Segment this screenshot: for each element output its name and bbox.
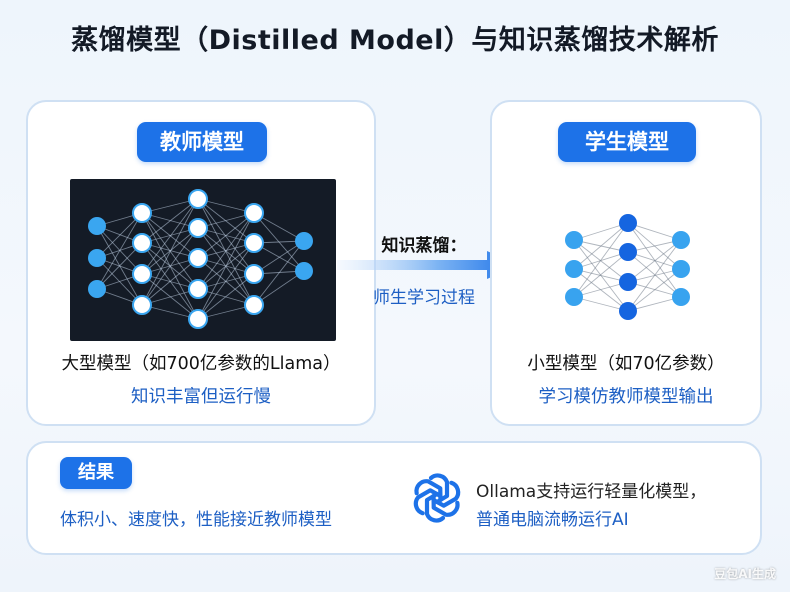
student-model-note: 学习模仿教师模型输出 [538,387,714,407]
network-node [132,295,152,315]
network-connection [573,281,629,298]
network-node [188,248,208,268]
network-connection [627,268,682,312]
network-connection [96,242,143,290]
network-connection [627,239,682,312]
network-node [244,203,264,223]
network-connection [141,227,199,306]
network-node [88,217,106,235]
network-connection [627,222,682,241]
network-node [188,189,208,209]
network-connection [573,268,629,312]
openai-logo-icon [413,473,461,523]
watermark: 豆包AI生成 [714,567,776,581]
network-node [88,280,106,298]
network-node [672,288,690,306]
network-node [565,231,583,249]
student-network-diagram [552,197,702,337]
network-connection [141,257,199,306]
student-model-label: 学生模型 [558,122,696,162]
network-connection [573,251,629,298]
result-label: 结果 [60,457,132,489]
network-node [295,232,313,250]
network-connection [197,198,255,275]
network-node [132,233,152,253]
distillation-subtitle: 师生学习过程 [373,288,475,308]
teacher-network-diagram [70,179,336,341]
network-node [565,288,583,306]
ollama-benefit-text: 普通电脑流畅运行AI [476,510,629,530]
network-node [244,264,264,284]
network-connection [253,270,305,306]
network-connection [573,239,629,283]
network-connection [573,222,629,241]
distillation-label: 知识蒸馏： [381,236,467,256]
network-connection [253,240,305,306]
network-node [619,243,637,261]
network-connection [573,222,629,298]
network-connection [197,242,255,320]
network-node [244,233,264,253]
network-connection [627,296,682,312]
network-connection [627,239,682,253]
network-connection [141,273,199,320]
network-node [244,295,264,315]
network-connection [573,268,629,283]
teacher-model-card: 教师模型 大型模型（如700亿参数的Llama） 知识丰富但运行慢 [26,100,376,426]
network-connection [627,222,682,298]
network-node [672,231,690,249]
network-connection [197,198,255,306]
network-node [132,264,152,284]
student-model-caption: 小型模型（如70亿参数） [527,354,725,374]
teacher-network-graphic [88,189,313,329]
network-connection [141,198,199,244]
network-connection [197,273,255,320]
student-model-card: 学生模型 小型模型（如70亿参数） 学习模仿教师模型输出 [490,100,762,426]
network-node [188,309,208,329]
network-connection [573,296,629,312]
network-node [565,260,583,278]
result-card: 结果 体积小、速度快，性能接近教师模型 Ollama支持运行轻量化模型， 普通电… [26,441,762,555]
teacher-model-label: 教师模型 [137,122,267,162]
teacher-model-caption: 大型模型（如700亿参数的Llama） [61,354,341,374]
network-connection [96,225,143,275]
student-network-graphic [565,214,690,320]
network-connection [197,212,255,259]
network-connection [197,198,255,244]
ollama-support-text: Ollama支持运行轻量化模型， [476,482,707,502]
teacher-model-note: 知识丰富但运行慢 [131,387,271,407]
network-connection [197,212,255,290]
network-connection [141,198,199,275]
network-connection [627,251,682,298]
network-node [619,302,637,320]
network-node [188,218,208,238]
network-connection [96,212,143,290]
network-node [188,279,208,299]
network-connection [96,212,143,259]
network-node [619,214,637,232]
network-node [619,273,637,291]
result-description: 体积小、速度快，性能接近教师模型 [60,510,332,530]
network-node [132,203,152,223]
network-connection [141,198,199,306]
distillation-arrow-icon [337,251,519,279]
network-connection [197,212,255,320]
network-node [295,262,313,280]
network-node [672,260,690,278]
network-connection [627,239,682,283]
network-connection [573,222,629,270]
network-connection [141,227,199,275]
page-title: 蒸馏模型（Distilled Model）与知识蒸馏技术解析 [71,25,719,56]
network-node [88,249,106,267]
